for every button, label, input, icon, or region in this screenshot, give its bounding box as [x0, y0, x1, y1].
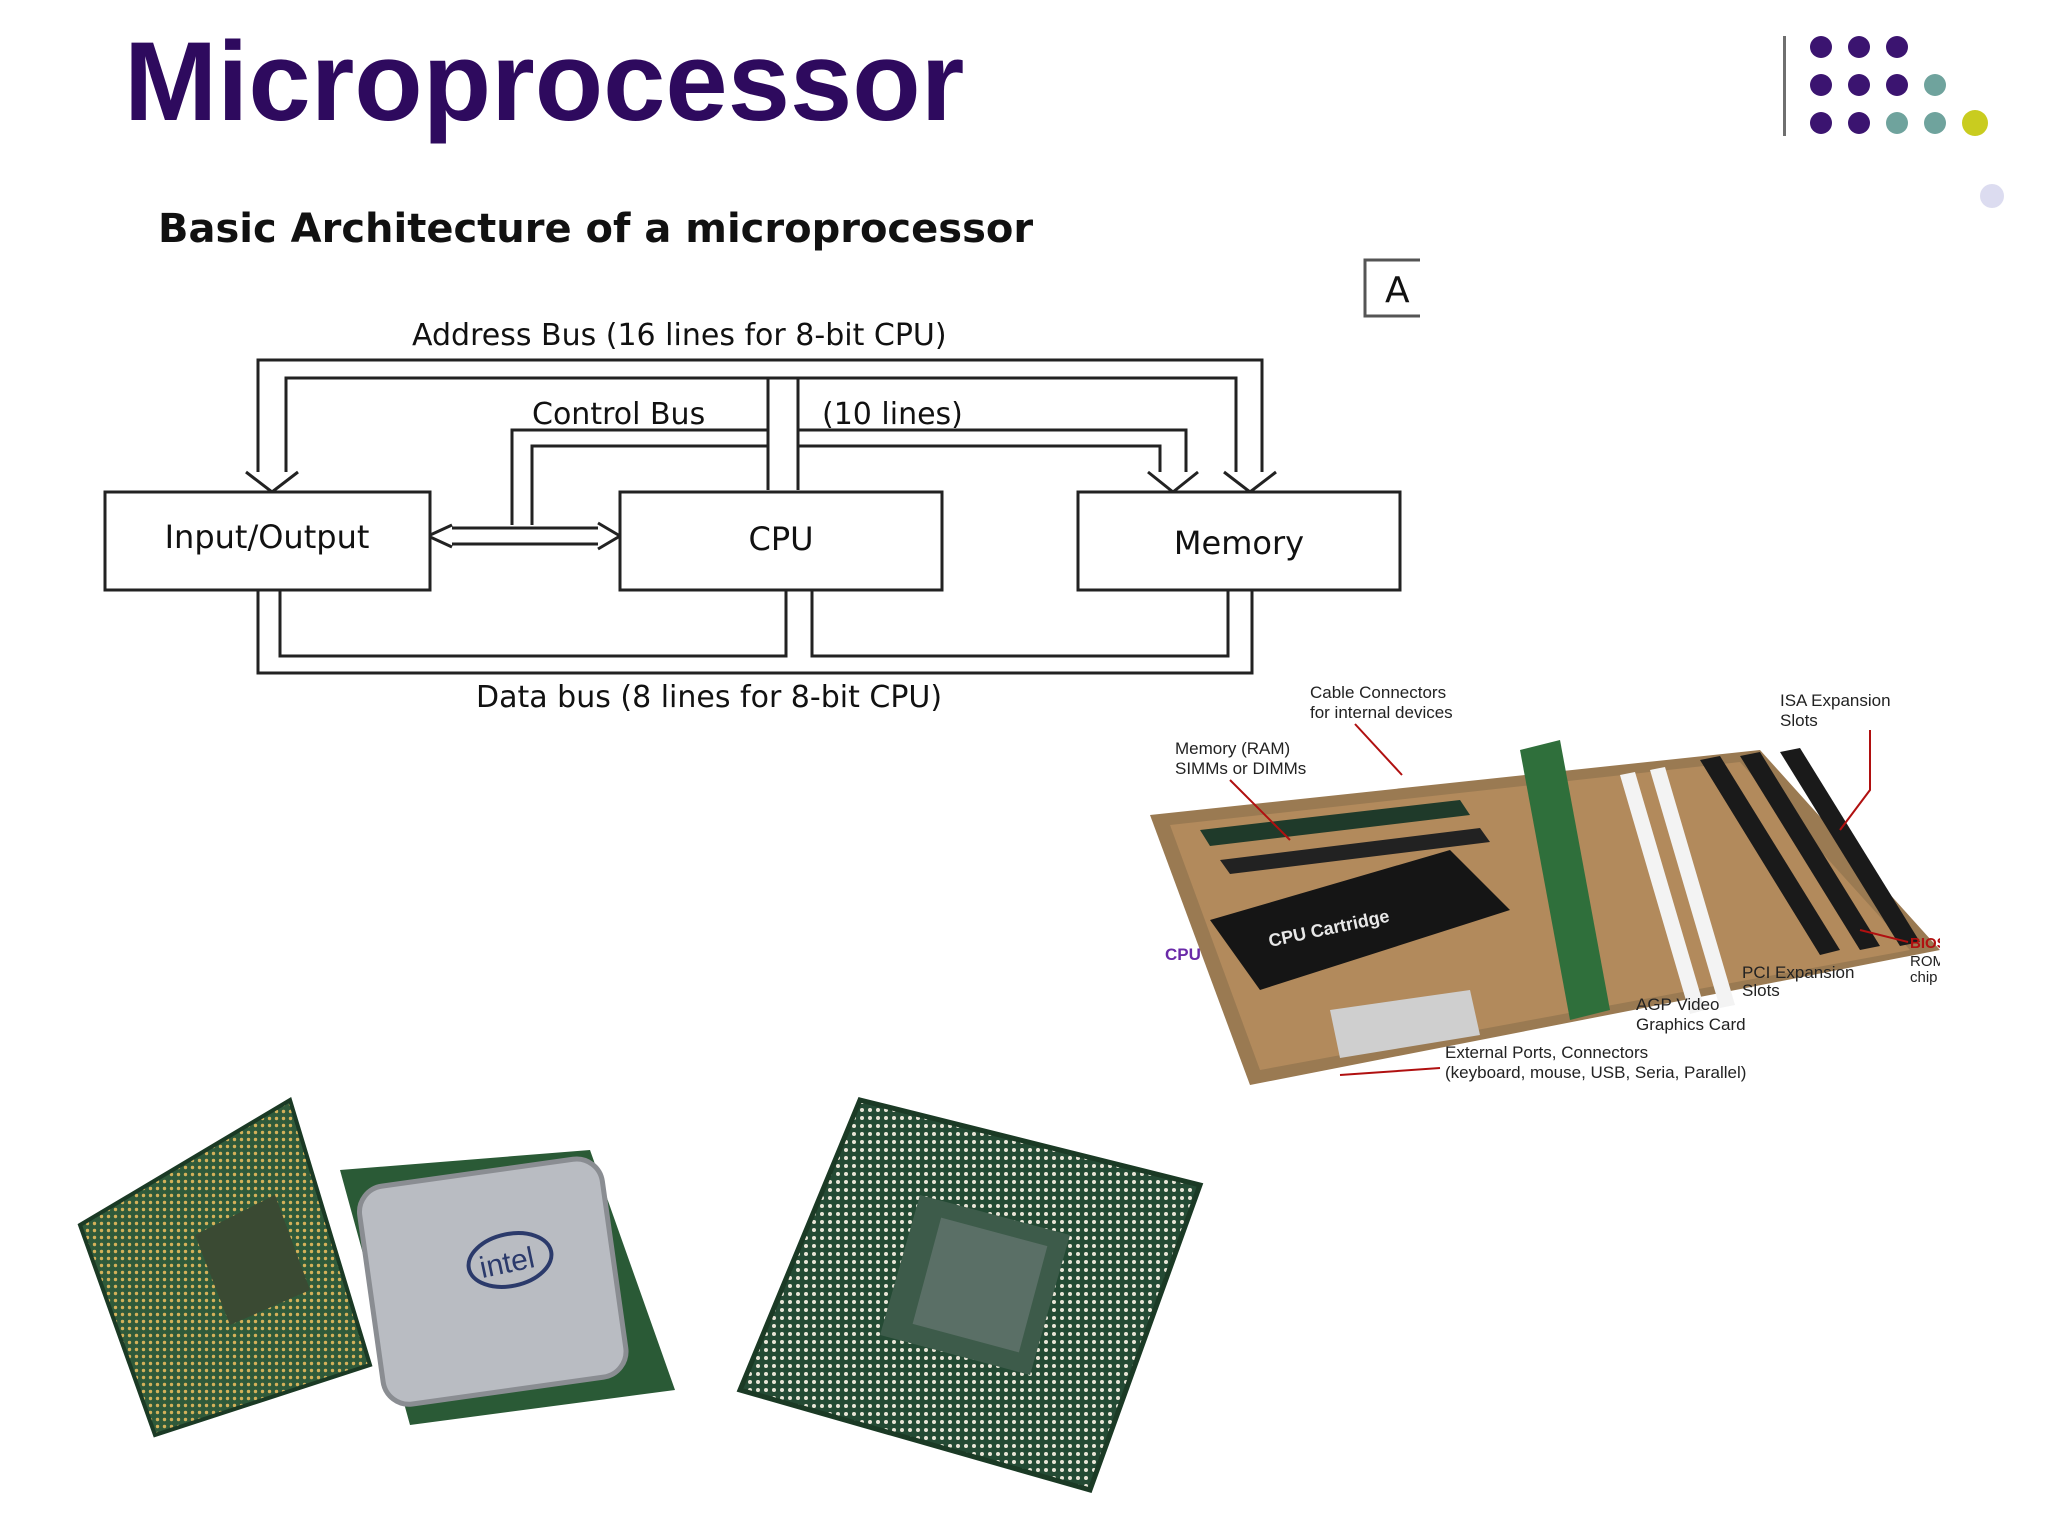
label-agp-2: Graphics Card: [1636, 1015, 1746, 1034]
control-bus-outer: [510, 428, 1188, 525]
simplified-computer-caption: A simplified computer: [1385, 270, 1420, 311]
dot-r1c2: [1848, 36, 1870, 58]
address-bus-label: Address Bus (16 lines for 8-bit CPU): [412, 318, 947, 353]
label-cable-connectors-1: Cable Connectors: [1310, 683, 1446, 702]
io-block-label: Input/Output: [165, 518, 370, 556]
arrow-address-io: [245, 470, 299, 494]
chip-capacitors: [912, 1217, 1048, 1353]
label-cpu: CPU: [1165, 945, 1201, 964]
label-ports-2: (keyboard, mouse, USB, Seria, Parallel): [1445, 1063, 1746, 1082]
label-memory-2: SIMMs or DIMMs: [1175, 759, 1306, 778]
callout-memory: [1229, 779, 1291, 841]
address-bus-cpu-drop: [766, 378, 800, 490]
data-bus-label: Data bus (8 lines for 8-bit CPU): [476, 680, 942, 715]
memory-block-label: Memory: [1174, 524, 1304, 562]
isa-slots: [1700, 748, 1920, 955]
cpu-cartridge-shape: [1210, 850, 1510, 990]
title-divider: [1783, 36, 1786, 136]
agp-card: [1520, 740, 1610, 1020]
callout-ports: [1339, 1067, 1441, 1076]
ram-slot-1: [1200, 800, 1470, 846]
diagram-heading: Basic Architecture of a microprocessor: [158, 206, 1033, 252]
chip-heatspreader: [357, 1156, 629, 1407]
memory-block: [1076, 490, 1402, 592]
dot-r3c2: [1848, 112, 1870, 134]
dot-r2c3: [1886, 74, 1908, 96]
architecture-diagram: Basic Architecture of a microprocessor A…: [103, 206, 1420, 715]
slide-title: Microprocessor: [124, 19, 965, 144]
chip-underside-core: [195, 1195, 310, 1325]
processor-photo-pair: intel: [77, 1096, 675, 1438]
label-bios-3: chip: [1910, 969, 1938, 986]
cpu-block-label: CPU: [748, 520, 813, 558]
label-pci-1: PCI Expansion: [1742, 963, 1854, 982]
isa-slot-1: [1700, 756, 1840, 955]
motherboard-photo: CPU Cartridge Cable Connectors for inter…: [1150, 683, 1940, 1085]
dot-r3c4: [1924, 112, 1946, 134]
bus-lines: [256, 358, 1264, 675]
dot-r2c2: [1848, 74, 1870, 96]
processor-photo-single: [736, 1097, 1204, 1494]
ram-slot-2: [1220, 828, 1490, 874]
label-pci-2: Slots: [1742, 981, 1780, 1000]
pci-slots: [1620, 767, 1735, 1014]
isa-slot-3: [1780, 748, 1920, 946]
control-bus-label: Control Bus: [532, 397, 705, 432]
address-bus-inner: [284, 376, 1238, 472]
simplified-computer-box: [1363, 258, 1420, 318]
capacitor-block: [912, 1217, 1048, 1353]
label-isa-2: Slots: [1780, 711, 1818, 730]
pci-slot-1: [1620, 772, 1705, 1014]
callout-cable: [1354, 723, 1403, 776]
dot-r3c3: [1886, 112, 1908, 134]
io-block: [103, 490, 432, 592]
dot-r1c1: [1810, 36, 1832, 58]
label-cable-connectors-2: for internal devices: [1310, 703, 1453, 722]
data-bus-inner: [278, 590, 1230, 658]
dot-r2c1: [1810, 74, 1832, 96]
label-ports-1: External Ports, Connectors: [1445, 1043, 1648, 1062]
dot-r2c4: [1924, 74, 1946, 96]
board-shadow: [1170, 762, 1910, 1070]
control-bus-inner: [530, 444, 1162, 525]
intel-logo-ring: [466, 1231, 554, 1289]
dot-bullet: [1980, 184, 2004, 208]
dot-r1c3: [1886, 36, 1908, 58]
arrow-control-mem: [1147, 470, 1199, 494]
label-memory-1: Memory (RAM): [1175, 739, 1290, 758]
cpu-block: [618, 490, 944, 592]
label-agp-1: AGP Video: [1636, 995, 1720, 1014]
label-isa-1: ISA Expansion: [1780, 691, 1891, 710]
callout-isa: [1839, 730, 1871, 831]
ram-slots: [1200, 800, 1490, 874]
pci-slot-2: [1650, 767, 1735, 1008]
callout-bios: [1859, 929, 1909, 943]
arrow-address-mem: [1223, 470, 1277, 494]
motherboard-callouts: [1229, 723, 1909, 1076]
control-bus-horizontal: [452, 526, 598, 546]
label-bios-2: ROM: [1910, 953, 1940, 970]
dot-r3c1: [1810, 112, 1832, 134]
dot-r3c5: [1962, 110, 1988, 136]
arrow-control-cpu: [597, 521, 623, 551]
label-bios-1: BIOS: [1910, 935, 1940, 952]
arrow-control-io: [424, 523, 453, 549]
control-bus-lines-label: (10 lines): [822, 397, 963, 432]
data-bus-outer: [256, 590, 1254, 675]
address-bus-outer: [256, 358, 1264, 472]
isa-slot-2: [1740, 752, 1880, 950]
external-ports: [1330, 990, 1480, 1058]
